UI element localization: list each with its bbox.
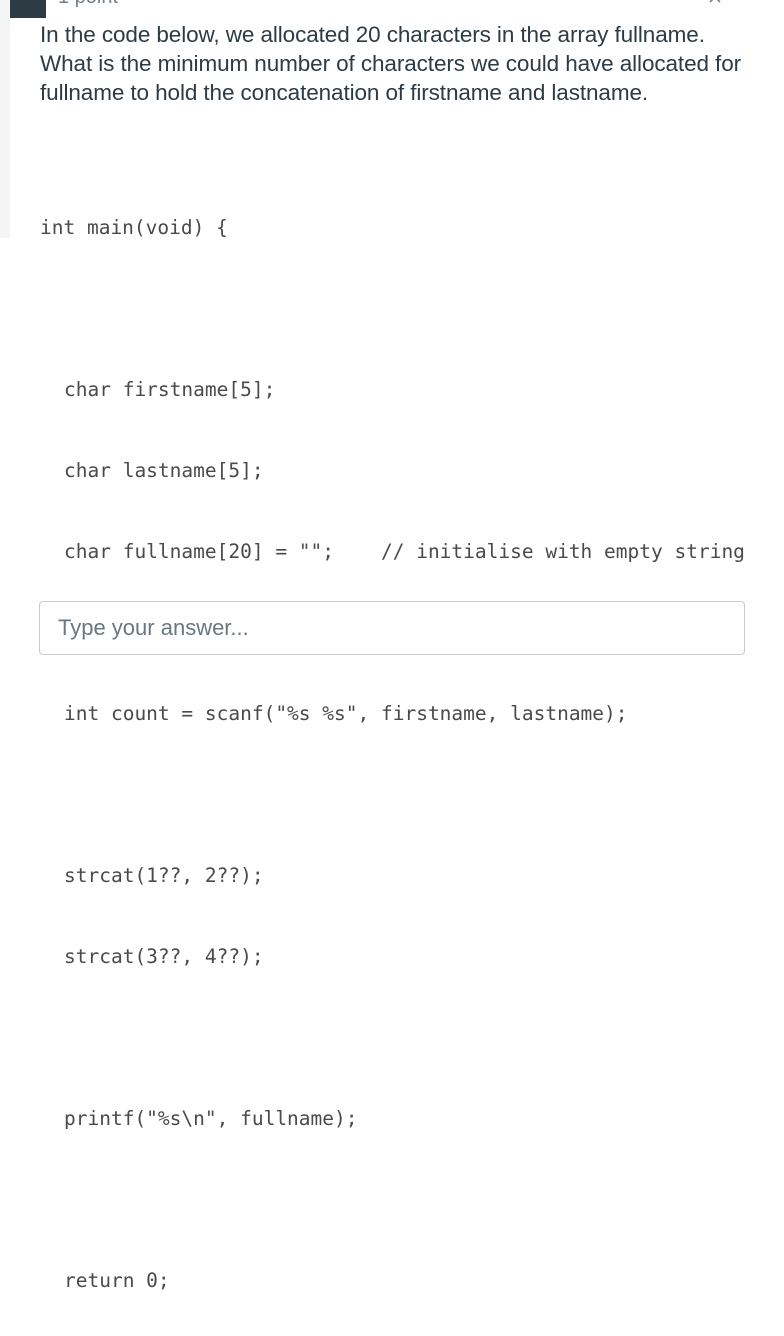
- code-line-blank: [40, 1186, 745, 1213]
- top-strip: 1 point: [0, 0, 784, 20]
- code-line: strcat(1??, 2??);: [64, 864, 264, 887]
- code-line-blank: [40, 295, 745, 322]
- question-number-tab: [10, 0, 46, 18]
- left-rail: [0, 0, 10, 238]
- code-line: int main(void) {: [40, 216, 228, 239]
- points-label: 1 point: [58, 0, 118, 8]
- code-line: char lastname[5];: [64, 459, 264, 482]
- code-line-blank: [40, 781, 745, 808]
- code-block: int main(void) { char firstname[5]; char…: [40, 160, 745, 1336]
- flag-icon[interactable]: [708, 0, 722, 8]
- code-line: char firstname[5];: [64, 378, 276, 401]
- question-text: In the code below, we allocated 20 chara…: [40, 22, 742, 105]
- code-line: printf("%s\n", fullname);: [64, 1107, 358, 1130]
- answer-input[interactable]: [39, 601, 745, 655]
- code-line: char fullname[20] = ""; // initialise wi…: [64, 540, 745, 563]
- code-line: return 0;: [64, 1269, 170, 1292]
- code-line-blank: [40, 1024, 745, 1051]
- code-line: int count = scanf("%s %s", firstname, la…: [64, 702, 628, 725]
- code-line: strcat(3??, 4??);: [64, 945, 264, 968]
